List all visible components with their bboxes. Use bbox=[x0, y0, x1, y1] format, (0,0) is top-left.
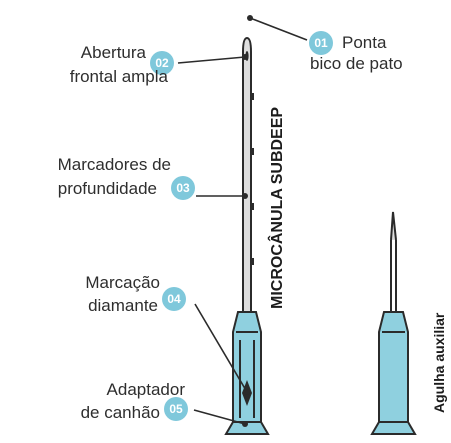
depth-marker bbox=[251, 148, 254, 155]
depth-marker bbox=[251, 203, 254, 210]
callout-badge-05: 05 bbox=[164, 397, 188, 421]
leader-lines bbox=[177, 15, 308, 427]
aux-needle-title: Agulha auxiliar bbox=[431, 312, 447, 413]
callout-label-04-line2: diamante bbox=[88, 296, 158, 315]
callout-label-01-line2: bico de pato bbox=[310, 54, 403, 73]
callout-badge-02: 02 bbox=[150, 51, 174, 75]
callout-badge-04: 04 bbox=[162, 287, 186, 311]
auxiliary-needle bbox=[370, 211, 417, 435]
main-cannula bbox=[224, 36, 270, 435]
main-cannula-shaft bbox=[242, 36, 252, 312]
callout-label-04-line1: Marcação bbox=[85, 273, 160, 292]
callout-label-01-line1: Ponta bbox=[342, 33, 387, 52]
leader-line-02 bbox=[177, 56, 246, 64]
callout-label-05-line1: Adaptador bbox=[106, 380, 185, 399]
leader-line-05 bbox=[193, 409, 246, 425]
aux-hub bbox=[370, 311, 417, 435]
callout-label-03-line2: profundidade bbox=[57, 179, 157, 198]
main-hub bbox=[224, 311, 270, 435]
aux-needle-bevel bbox=[390, 211, 397, 241]
main-needle-title: MICROCÂNULA SUBDEEP bbox=[269, 106, 286, 309]
callout-label-02-line1: Abertura bbox=[80, 43, 146, 62]
depth-marker bbox=[251, 258, 254, 265]
leader-line-04 bbox=[194, 303, 248, 393]
callout-badge-01: 01 bbox=[309, 31, 333, 55]
callout-label-03-line1: Marcadores de bbox=[57, 155, 171, 174]
callout-label-05-line2: de canhão bbox=[80, 403, 160, 422]
leader-line-01 bbox=[249, 17, 308, 41]
callout-badge-03: 03 bbox=[171, 176, 195, 200]
depth-marker bbox=[251, 93, 254, 100]
callout-label-02-line2: frontal ampla bbox=[69, 67, 168, 86]
